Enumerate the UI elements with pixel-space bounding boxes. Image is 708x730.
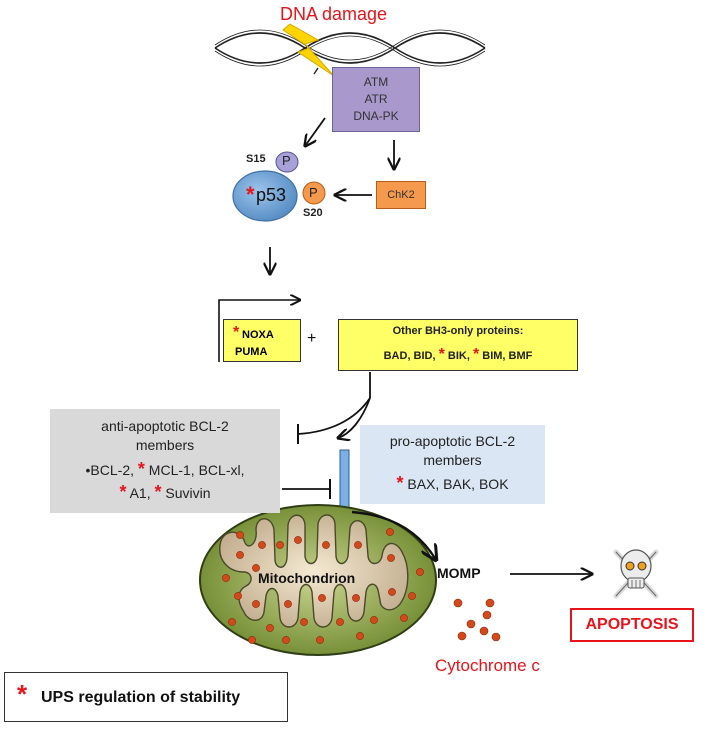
anti-line3: •BCL-2, * MCL-1, BCL-xl, [50,459,280,480]
activate-pro-line [338,397,371,438]
anti-suvivin: Suvivin [161,485,211,501]
kinase-atm: ATM [363,75,389,89]
anti-mcl1-bclxl: MCL-1, BCL-xl, [144,462,245,478]
p53-label: p53 [256,185,287,205]
anti-line2: members [135,437,195,453]
dna-damage-title: DNA damage [280,4,388,24]
bh3-part2: BIK, [444,350,473,362]
noxa-puma-box: * NOXA PUMA [223,319,301,362]
inhibit-anti-line [297,397,371,435]
legend-box: * UPS regulation of stability [4,672,288,722]
bh3-part3: BIM, BMF [479,350,533,362]
bax-star: * [396,473,404,493]
phospho-s20-label: P [309,185,318,200]
arrow-kinase-to-p53 [305,117,326,146]
site-s15: S15 [246,153,266,165]
p53-protein [232,170,298,222]
kinase-atr: ATR [364,92,388,106]
transcription-start-arrow [218,300,300,362]
bh3-part1: BAD, BID, [383,350,439,362]
legend-text: UPS regulation of stability [41,689,241,706]
anti-bcl2: •BCL-2, [85,462,138,478]
puma-label: PUMA [235,346,268,358]
noxa-star: * [233,324,240,341]
break-mark [313,67,319,75]
bim-star: * [472,346,480,363]
plus-sign: + [307,330,317,347]
cytochrome-c-label: Cytochrome c [435,656,540,675]
p53-star: * [246,182,255,207]
pro-members: BAX, BAK, BOK [403,476,509,492]
cytochrome-dots-inside [222,528,424,644]
site-s20: S20 [303,207,323,219]
cytochrome-dots-released [453,598,501,642]
pro-line2: members [423,452,482,468]
suvivin-star: * [154,482,162,502]
legend-star: * [17,679,28,709]
momp-label: MOMP [437,565,481,581]
chk2-box: ChK2 [376,181,426,209]
mcl1-star: * [137,459,145,479]
pro-apoptotic-box: pro-apoptotic BCL-2 members * BAX, BAK, … [360,425,545,504]
kinase-dna-pk: DNA-PK [353,109,399,123]
phospho-s15-label: P [282,153,291,168]
bh3-members: BAD, BID, * BIK, * BIM, BMF [339,346,577,364]
dna-helix-icon [214,29,486,67]
bik-star: * [438,346,445,363]
mitochondrion-label: Mitochondrion [258,570,356,586]
skull-icon [613,549,659,599]
noxa-label: NOXA [242,329,274,341]
phospho-s20 [302,181,326,205]
lightning-icon [282,23,335,77]
bh3-title: Other BH3-only proteins: [392,325,524,337]
phospho-s15 [275,151,299,173]
pro-line1: pro-apoptotic BCL-2 [389,433,516,449]
a1-star: * [119,482,127,502]
anti-a1: A1, [126,485,155,501]
anti-apoptotic-box: anti-apoptotic BCL-2 members •BCL-2, * M… [50,409,280,513]
arrow-to-momp [351,510,436,560]
bh3-only-box: Other BH3-only proteins: BAD, BID, * BIK… [338,319,578,371]
apoptosis-box: APOPTOSIS [570,608,694,642]
pro-apoptotic-channel [339,449,350,513]
anti-line4: * A1, * Suvivin [50,482,280,503]
pro-line3: * BAX, BAK, BOK [360,473,545,494]
anti-line1: anti-apoptotic BCL-2 [101,418,229,434]
kinase-box: ATM ATR DNA-PK [332,67,420,132]
